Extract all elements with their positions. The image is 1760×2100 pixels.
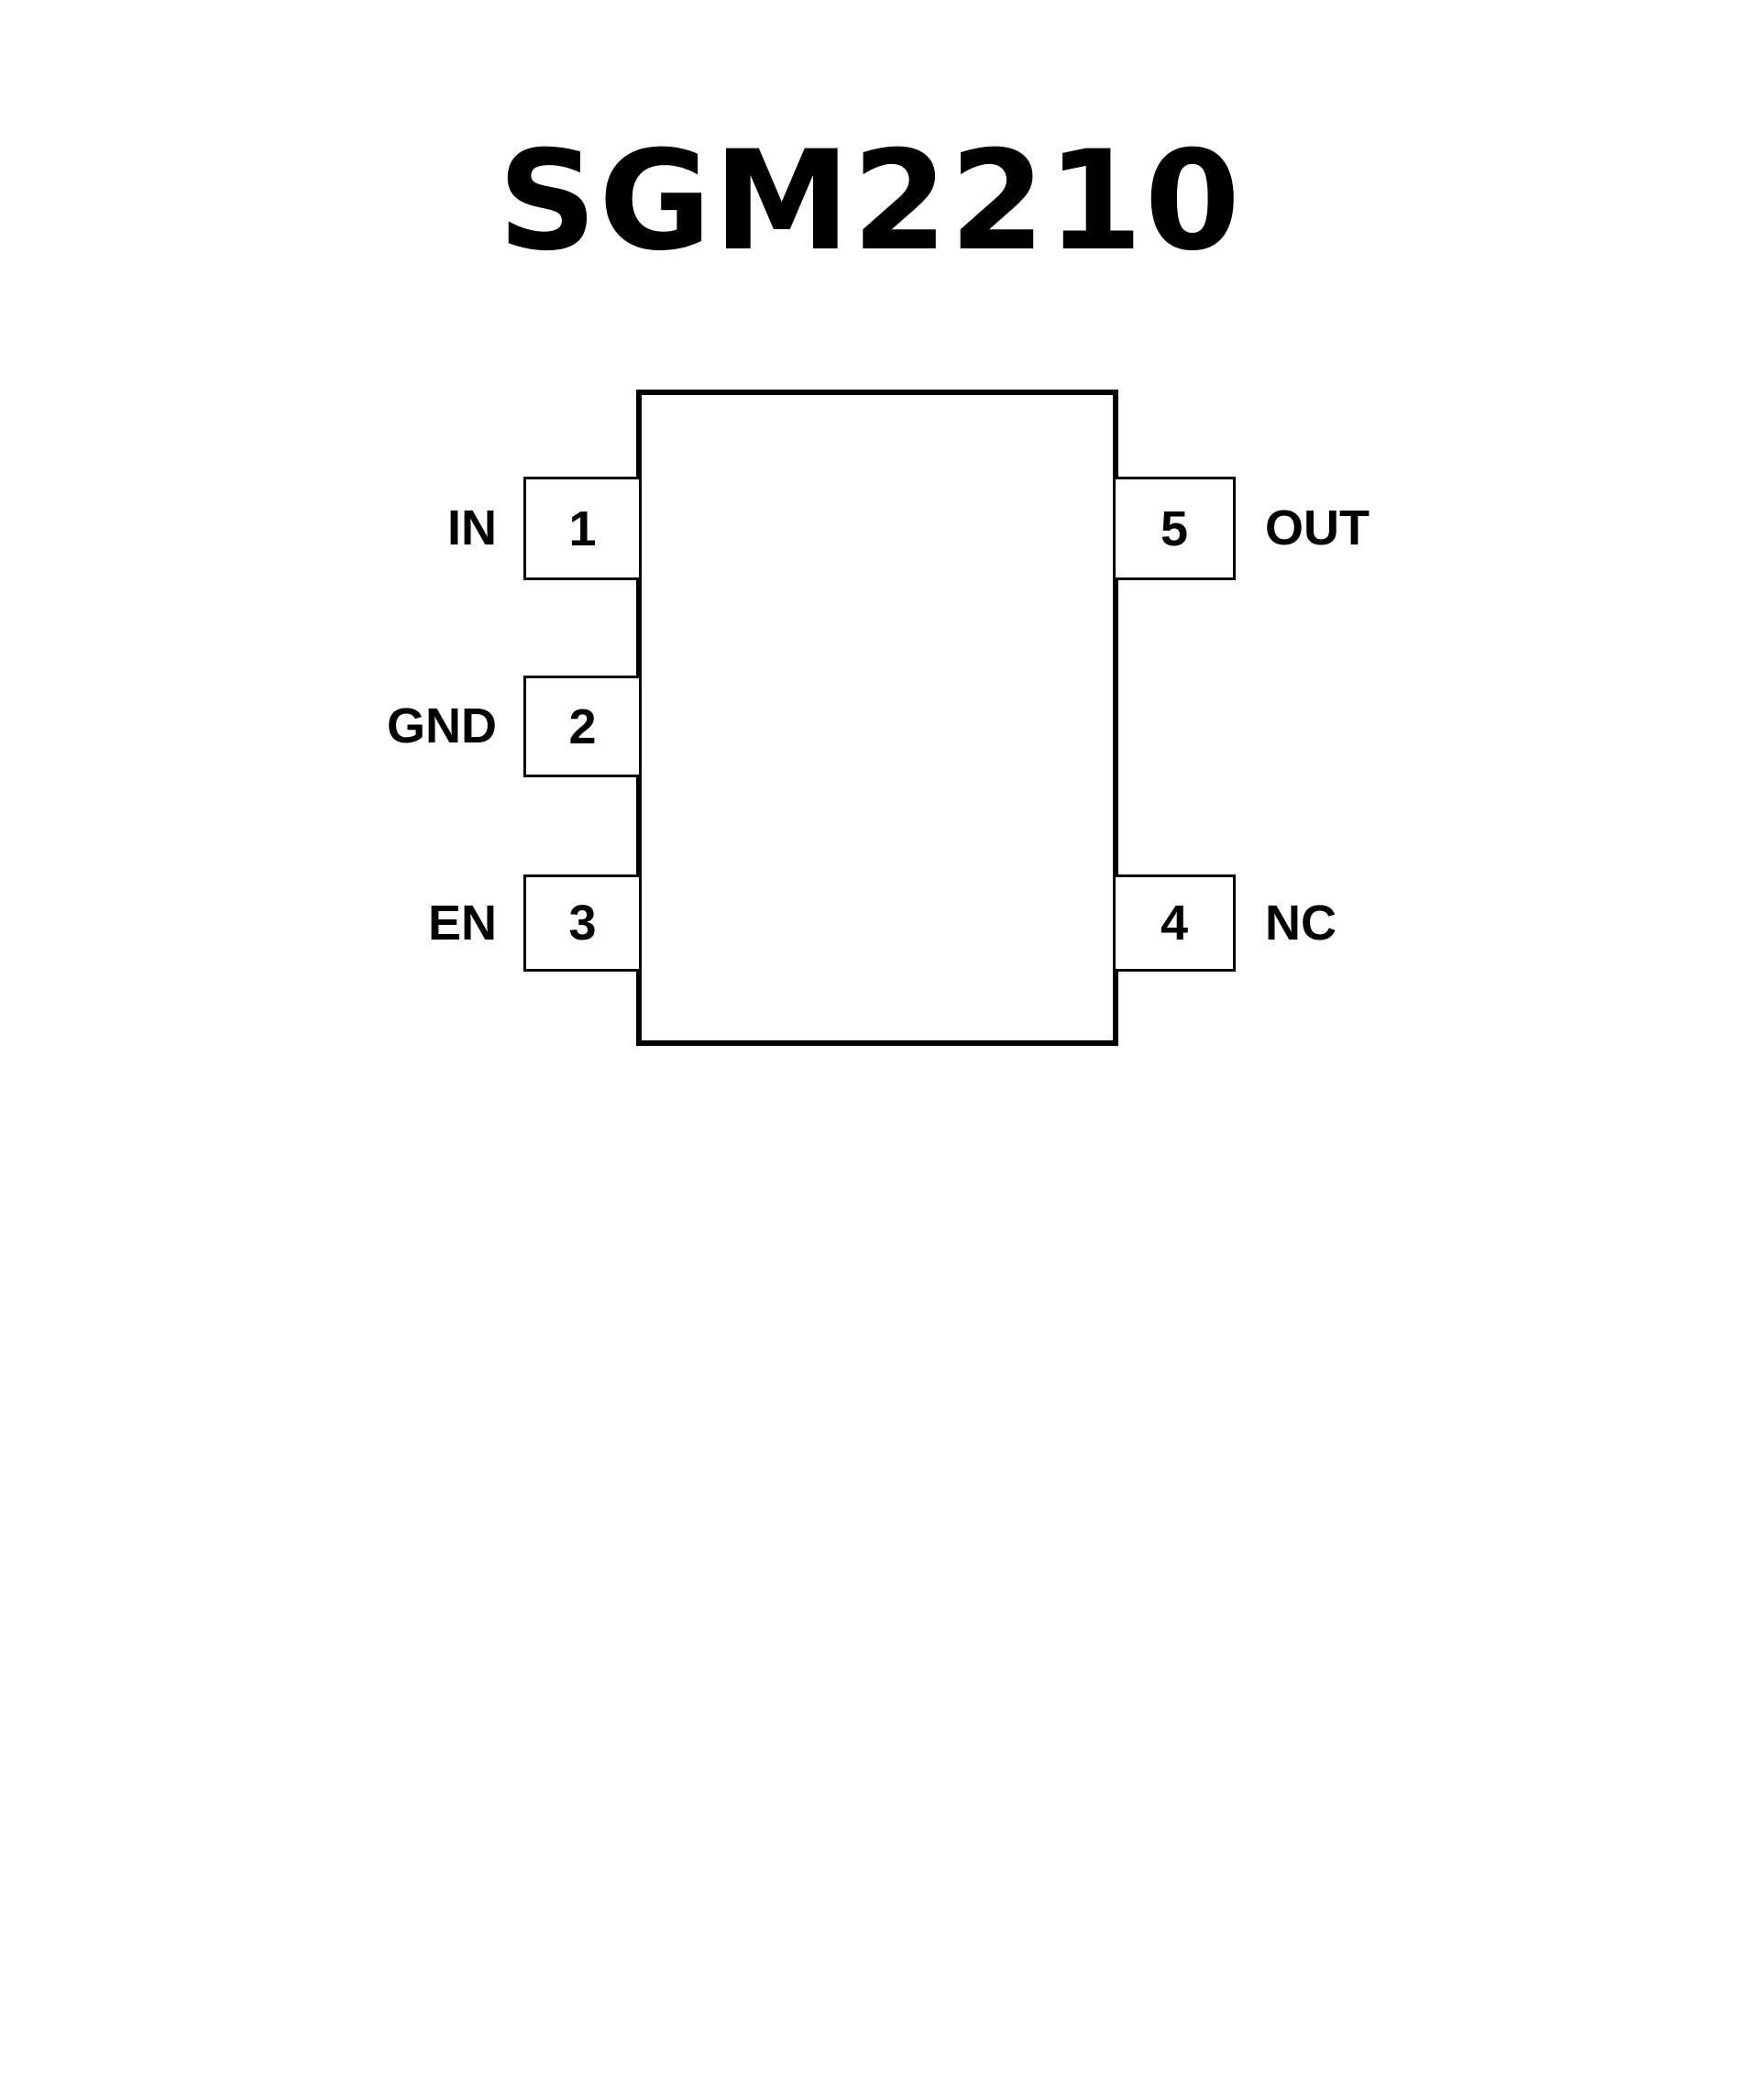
pin-3-label: EN <box>427 896 497 951</box>
pin-4-label: NC <box>1265 896 1336 951</box>
chip-package-body <box>636 390 1118 1046</box>
pin-2: 2 <box>523 676 639 777</box>
pin-4: 4 <box>1116 874 1236 972</box>
pin-2-label: GND <box>387 698 497 753</box>
pin-1-label: IN <box>447 500 497 555</box>
pin-3: 3 <box>523 874 639 972</box>
chip-title: SGM2210 <box>498 122 1242 281</box>
pin-1: 1 <box>523 477 639 580</box>
pin-5-label: OUT <box>1265 500 1370 555</box>
pin-5: 5 <box>1116 477 1236 580</box>
